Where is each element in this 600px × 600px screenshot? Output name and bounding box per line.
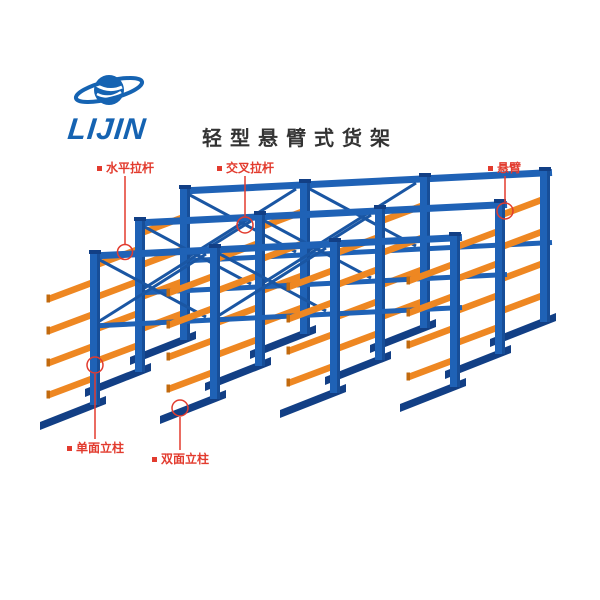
callout-double-sided-upright: 双面立柱 [152, 452, 209, 466]
callout-cross-tie-rod: 交叉拉杆 [217, 161, 274, 175]
row-tie-beams [136, 201, 508, 296]
callout-bullet-icon [67, 445, 72, 451]
circle-horizontal-tie-rod [116, 243, 134, 261]
callout-label: 双面立柱 [161, 452, 210, 466]
rack-row-middle [85, 199, 511, 397]
callout-label: 交叉拉杆 [226, 161, 275, 175]
rack-row-front [40, 232, 466, 430]
lijin-globe-icon [73, 75, 145, 105]
callout-bullet-icon [217, 165, 222, 171]
callout-markers [86, 176, 514, 450]
rack-row-back [130, 167, 556, 365]
page-title: 轻型悬臂式货架 [202, 128, 398, 150]
callout-bullet-icon [488, 165, 493, 171]
row-cross-braces [187, 181, 417, 259]
row-tie-beams [91, 234, 463, 329]
circle-single-sided-upright [86, 356, 104, 374]
row-tie-beams [181, 169, 553, 264]
callout-single-sided-upright: 单面立柱 [67, 441, 124, 455]
callout-cantilever-arm: 悬臂 [488, 161, 521, 175]
callout-label: 水平拉杆 [106, 161, 155, 175]
circle-cross-tie-rod [236, 216, 254, 234]
callout-label: 悬臂 [497, 161, 522, 175]
callout-bullet-icon [97, 165, 102, 171]
circle-double-sided-upright [171, 399, 189, 417]
lijin-logo: LIJIN [42, 68, 172, 147]
callout-horizontal-tie-rod: 水平拉杆 [97, 161, 154, 175]
row-cross-braces [97, 246, 327, 324]
callout-bullet-icon [152, 456, 157, 462]
row-cross-braces [142, 213, 372, 291]
callout-label: 单面立柱 [76, 441, 125, 455]
circle-cantilever-arm [496, 202, 514, 220]
